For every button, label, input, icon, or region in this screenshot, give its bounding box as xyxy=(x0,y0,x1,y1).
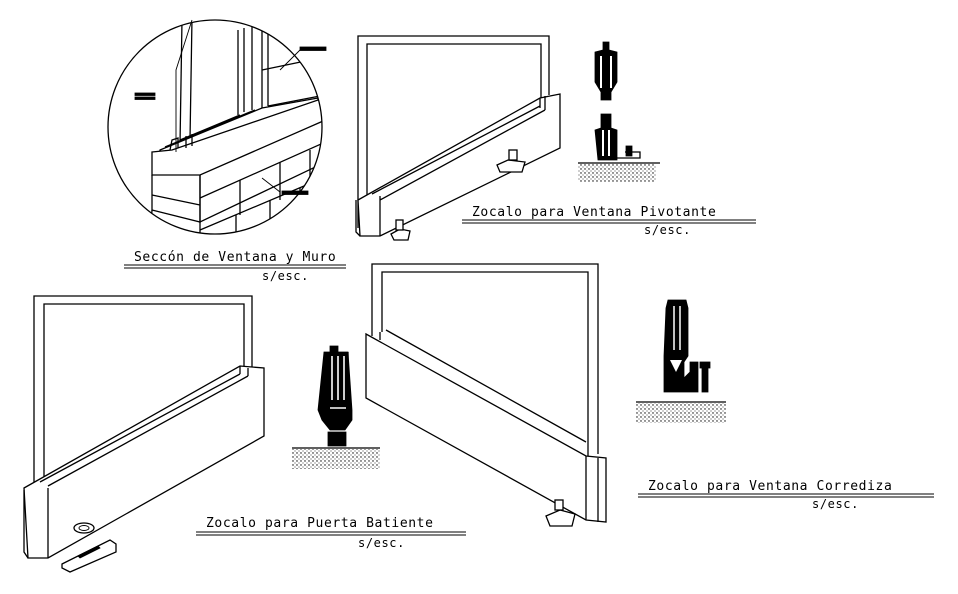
swing-door-base-perspective xyxy=(23,295,265,573)
batiente-scale: s/esc. xyxy=(358,536,405,550)
caption-pivotante: Zocalo para Ventana Pivotante s/esc. xyxy=(462,205,756,237)
corrediza-title: Zocalo para Ventana Corrediza xyxy=(648,479,892,494)
swing-door-profile-section xyxy=(292,345,380,469)
sliding-window-base-perspective xyxy=(365,263,607,527)
caption-seccion: Seccón de Ventana y Muro s/esc. xyxy=(124,250,346,283)
batiente-title: Zocalo para Puerta Batiente xyxy=(206,516,434,531)
pivot-window-base-perspective xyxy=(355,35,561,241)
caption-batiente: Zocalo para Puerta Batiente s/esc. xyxy=(196,516,466,550)
seccion-scale: s/esc. xyxy=(262,269,309,283)
corrediza-scale: s/esc. xyxy=(812,497,859,511)
pivotante-scale: s/esc. xyxy=(644,223,691,237)
caption-corrediza: Zocalo para Ventana Corrediza s/esc. xyxy=(638,479,934,511)
pivot-profile-section xyxy=(578,41,660,182)
sliding-window-profile-section xyxy=(636,299,726,423)
pivotante-title: Zocalo para Ventana Pivotante xyxy=(472,205,716,220)
seccion-title: Seccón de Ventana y Muro xyxy=(134,250,336,265)
wall-window-section-detail xyxy=(107,19,327,235)
